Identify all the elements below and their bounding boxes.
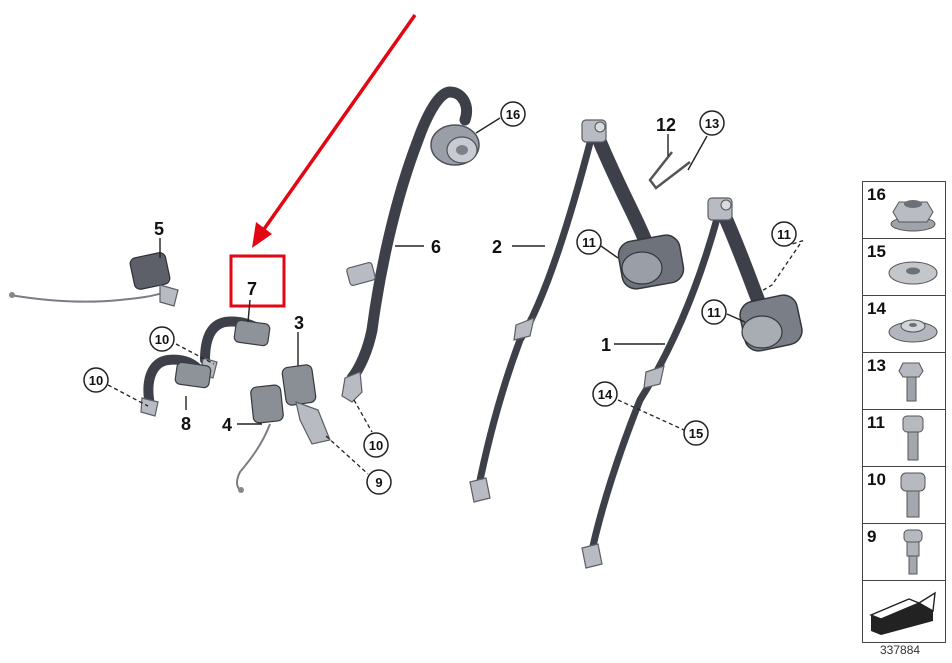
socket-screw-icon — [902, 415, 924, 461]
part-8-buckle-strap[interactable] — [140, 354, 212, 417]
svg-text:11: 11 — [582, 235, 596, 250]
legend-item-11[interactable]: 11 — [863, 410, 945, 467]
legend-item-label: 10 — [867, 470, 886, 489]
legend-item-13[interactable]: 13 — [863, 353, 945, 410]
legend-item-15[interactable]: 15 — [863, 239, 945, 296]
part-12-bracket[interactable] — [648, 151, 691, 190]
callout-13: 13 — [699, 110, 725, 136]
callout-8: 8 — [181, 414, 191, 434]
part-7-buckle-strap[interactable] — [200, 316, 271, 379]
svg-text:10: 10 — [89, 373, 103, 388]
legend-item-label: 14 — [867, 299, 886, 318]
callout-4: 4 — [222, 415, 232, 435]
callout-1: 1 — [601, 335, 611, 355]
callout-16: 16 — [500, 101, 526, 127]
highlight-box — [229, 254, 286, 308]
svg-text:14: 14 — [598, 387, 613, 402]
part-6-center-belt[interactable] — [341, 86, 480, 403]
direction-arrow-icon — [869, 591, 936, 635]
retractor — [739, 294, 803, 352]
callout-11-mid: 11 — [701, 299, 727, 325]
callout-7: 7 — [247, 279, 257, 299]
leader-lines — [107, 117, 806, 475]
shoulder-screw-icon — [903, 529, 923, 575]
svg-text:10: 10 — [369, 438, 383, 453]
part-5-buckle[interactable] — [9, 252, 179, 307]
legend-item-label: 15 — [867, 242, 886, 261]
legend-item-label: 9 — [867, 527, 877, 546]
retractor — [617, 234, 685, 290]
svg-text:13: 13 — [705, 116, 719, 131]
part-2-outer-belt[interactable] — [469, 119, 686, 503]
svg-text:16: 16 — [506, 107, 520, 122]
callout-11-left: 11 — [576, 229, 602, 255]
legend-item-16[interactable]: 16 — [863, 182, 945, 239]
callout-14: 14 — [592, 381, 618, 407]
washer-icon — [888, 261, 938, 285]
callout-2: 2 — [492, 237, 502, 257]
callout-5: 5 — [154, 219, 164, 239]
legend-item-label: 13 — [867, 356, 886, 375]
callout-10-right: 10 — [363, 432, 389, 458]
callout-11-right: 11 — [771, 221, 797, 247]
svg-text:11: 11 — [777, 227, 791, 242]
callout-10-left: 10 — [83, 367, 109, 393]
callout-9: 9 — [366, 469, 392, 495]
svg-text:10: 10 — [155, 332, 169, 347]
hex-bolt-icon — [898, 362, 924, 402]
legend-item-9[interactable]: 9 — [863, 524, 945, 581]
flange-nut-icon — [890, 200, 936, 232]
callout-6: 6 — [431, 237, 441, 257]
callout-12: 12 — [656, 115, 676, 135]
legend-direction — [863, 581, 945, 641]
part-4-buckle[interactable] — [236, 384, 284, 493]
clip-nut-icon — [888, 319, 938, 343]
socket-screw-icon — [900, 472, 926, 518]
callout-15: 15 — [683, 420, 709, 446]
legend-item-14[interactable]: 14 — [863, 296, 945, 353]
fasteners-legend: 16 15 14 13 11 1 — [862, 181, 946, 643]
highlight-arrow — [252, 13, 417, 248]
part-1-outer-belt[interactable] — [581, 197, 805, 569]
callout-3: 3 — [294, 313, 304, 333]
svg-text:15: 15 — [689, 426, 703, 441]
legend-item-10[interactable]: 10 — [863, 467, 945, 524]
legend-item-label: 16 — [867, 185, 886, 204]
callout-10-mid: 10 — [149, 326, 175, 352]
part-3-buckle[interactable] — [281, 364, 331, 445]
svg-text:9: 9 — [375, 475, 382, 490]
retractor — [430, 124, 480, 166]
legend-item-label: 11 — [867, 413, 885, 432]
svg-text:11: 11 — [707, 305, 721, 320]
reference-number: 337884 — [880, 643, 921, 657]
